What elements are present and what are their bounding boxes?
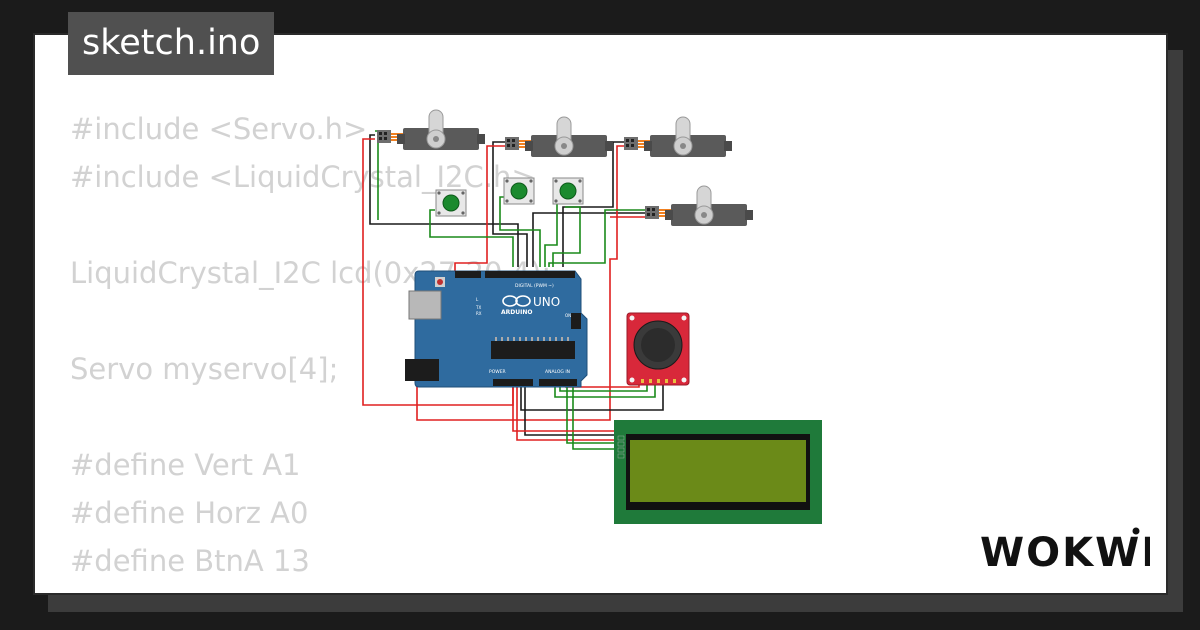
power-header-label: POWER [489, 369, 506, 375]
pin-on-label: ON [565, 313, 571, 318]
pushbutton-2[interactable] [503, 177, 535, 205]
code-line: #include <Servo.h> [70, 112, 368, 146]
arduino-brand-label: ARDUINO [501, 309, 532, 316]
circuit-diagram: UNO ARDUINO DIGITAL (PWM ~) POWER ANALOG… [362, 109, 822, 524]
arduino-model-label: UNO [533, 295, 560, 309]
pin-rx-label: RX [476, 311, 482, 316]
servo-2[interactable] [505, 116, 613, 157]
servo-4[interactable] [645, 185, 753, 226]
analog-header-label: ANALOG IN [545, 369, 570, 375]
code-line: #define BtnA 13 [70, 544, 310, 578]
code-line: #define BtnB 12 [70, 585, 551, 593]
pushbutton-3[interactable] [552, 177, 584, 205]
arduino-logo-icon [502, 295, 531, 307]
code-line: Servo myservo[4]; [70, 352, 339, 386]
pin-tx-label: TX [475, 305, 481, 310]
digital-header-label: DIGITAL (PWM ~) [515, 283, 554, 289]
code-line: #include <LiquidCrystal_I2C.h> [70, 160, 536, 194]
code-preview: #include <Servo.h> #include <LiquidCrysta… [70, 105, 551, 593]
arduino-uno[interactable]: UNO ARDUINO DIGITAL (PWM ~) POWER ANALOG… [405, 270, 588, 388]
preview-card: #include <Servo.h> #include <LiquidCrysta… [33, 33, 1168, 595]
pin-l-label: L [476, 297, 479, 302]
wokwi-logo: WOKWI [980, 527, 1150, 576]
code-line: #define Vert A1 [70, 448, 301, 482]
analog-joystick[interactable] [626, 312, 690, 386]
servo-3[interactable] [624, 116, 732, 157]
code-line: #define Horz A0 [70, 496, 309, 530]
wires [362, 130, 664, 450]
pushbutton-1[interactable] [435, 189, 467, 217]
file-tab[interactable]: sketch.ino [68, 12, 275, 75]
servo-1[interactable] [377, 109, 485, 150]
wokwi-logo-text: WOKWI [980, 530, 1150, 576]
lcd-20x4[interactable] [614, 420, 822, 524]
